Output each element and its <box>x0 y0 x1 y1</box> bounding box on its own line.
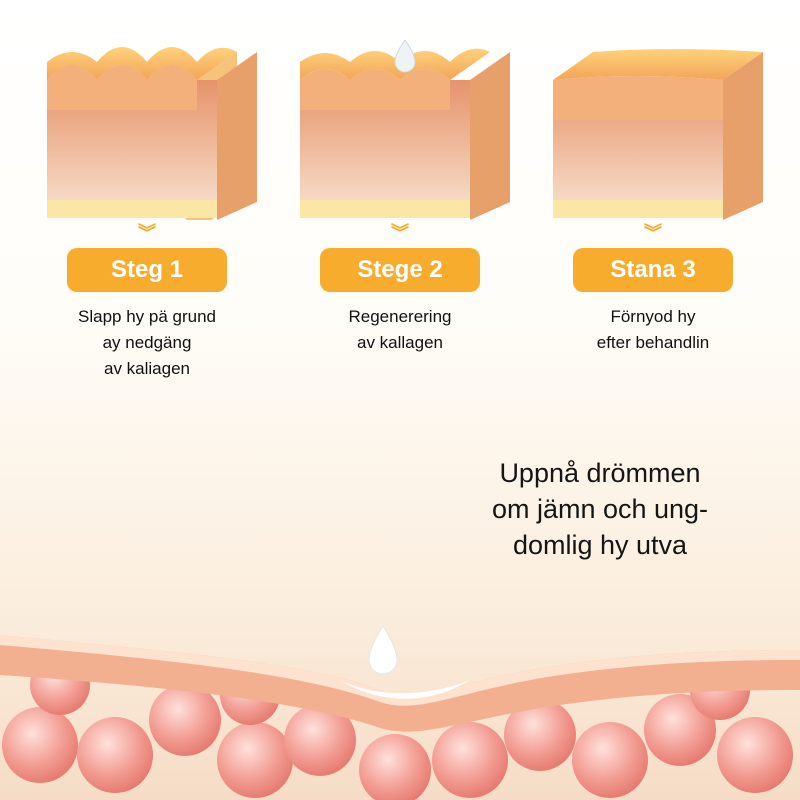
tagline-line: om jämn och ung- <box>491 494 709 524</box>
chevron-down-icon: ︾ <box>644 223 662 243</box>
tagline-line: domlig hy utva <box>512 530 688 560</box>
wrinkled-skin-illustration <box>47 47 257 220</box>
regenerating-skin-illustration <box>300 40 510 220</box>
step-badge: Stana 3 <box>573 248 733 292</box>
chevron-down-icon: ︾ <box>138 223 156 243</box>
step-2: ︾ Stege 2 Regenerering av kallagen <box>285 40 515 356</box>
renewed-skin-illustration <box>553 49 763 220</box>
desc-line: efter behandlin <box>596 333 710 352</box>
desc-line: Slapp hy pä grund <box>78 307 216 326</box>
desc-line: Regenerering <box>348 307 452 326</box>
step-3: ︾ Stana 3 Förnyod hy efter behandlin <box>538 40 768 356</box>
desc-line: av kaliagen <box>103 359 190 378</box>
cream-drop-icon <box>368 625 398 675</box>
step-description: Förnyod hy efter behandlin <box>538 304 768 356</box>
tagline-line: Uppnå drömmen <box>499 458 701 488</box>
desc-line: Förnyod hy <box>610 307 696 326</box>
desc-line: ay nedgäng <box>102 333 192 352</box>
tagline: Uppnå drömmen om jämn och ung- domlig hy… <box>440 455 760 563</box>
step-description: Regenerering av kallagen <box>285 304 515 356</box>
step-badge: Stege 2 <box>320 248 480 292</box>
chevron-down-icon: ︾ <box>391 223 409 243</box>
skin-cross-section-illustration <box>0 625 800 800</box>
step-badge: Steg 1 <box>67 248 227 292</box>
step-description: Slapp hy pä grund ay nedgäng av kaliagen <box>32 304 262 382</box>
step-1: ︾ Steg 1 Slapp hy pä grund ay nedgäng av… <box>32 40 262 382</box>
desc-line: av kallagen <box>356 333 443 352</box>
cell-spheres <box>2 655 793 800</box>
